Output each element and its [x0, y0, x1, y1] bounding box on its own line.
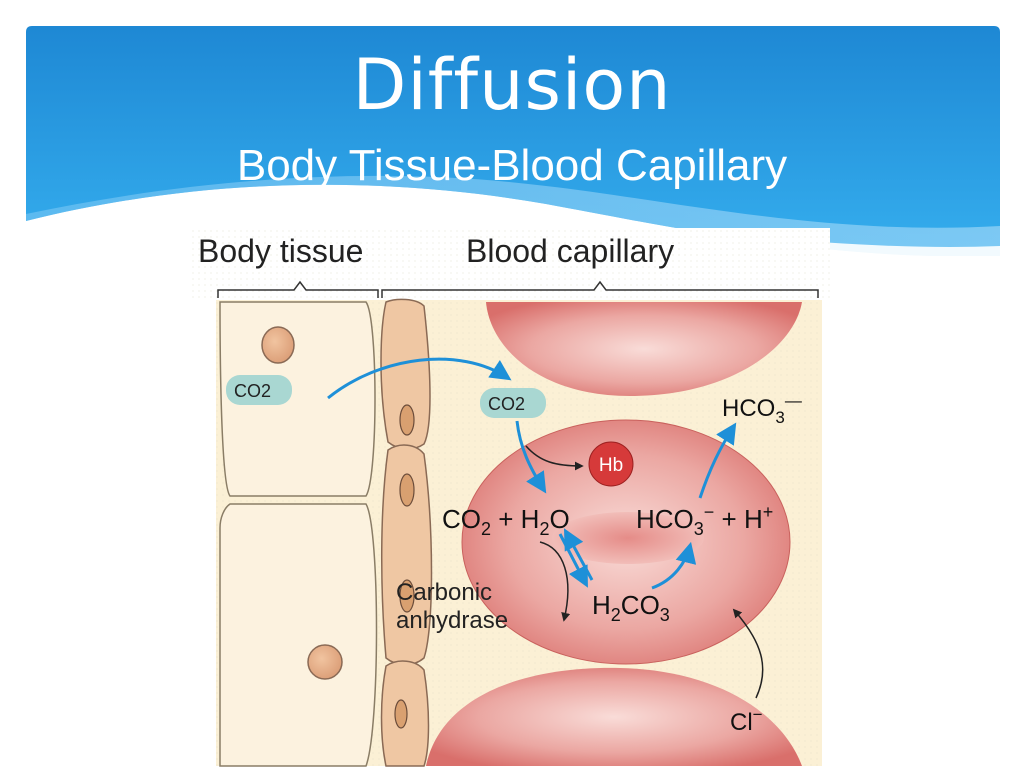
brace-blood-capillary [381, 280, 819, 298]
diffusion-arrow [327, 357, 512, 400]
red-blood-cells [426, 302, 802, 766]
red-blood-cell [426, 667, 802, 766]
brace-body-tissue [217, 280, 379, 298]
co2-capillary-label: CO2 [488, 394, 525, 414]
endothelial-nucleus [399, 579, 415, 613]
equation-co2-h2o: CO2 + H2O [442, 504, 570, 539]
hb-label: Hb [599, 455, 623, 476]
bicarbonate-exported-label: HCO3— [722, 391, 802, 427]
tissue-nucleus [307, 644, 343, 680]
bicarbonate-export-arrow [698, 422, 737, 499]
endothelial-cell [380, 444, 433, 666]
equation-h2co3: H2CO3 [592, 590, 670, 625]
co2-to-reaction-arrow [515, 420, 547, 494]
endothelial-nucleus [399, 404, 415, 436]
diffusion-diagram: Body tissue Blood capillary [190, 228, 830, 768]
slide-subtitle: Body Tissue-Blood Capillary [236, 141, 788, 190]
label-blood-capillary: Blood capillary [466, 233, 674, 269]
h2co3-to-hco3-arrow [651, 541, 697, 590]
capillary-wall [380, 298, 433, 767]
endothelial-nucleus [394, 699, 408, 729]
co2-to-hb-arrow [525, 445, 584, 471]
chloride-import-arrow [732, 608, 764, 699]
co2-capillary-molecule: CO2 [480, 388, 546, 418]
endothelial-cell [380, 298, 431, 450]
diffusion-figure: Body tissue Blood capillary [190, 228, 830, 768]
co2-tissue-label: CO2 [234, 381, 271, 401]
endothelial-nucleus [399, 473, 415, 507]
tissue-cell [219, 301, 376, 497]
red-blood-cell-center [552, 512, 704, 564]
enzyme-arrow [539, 541, 571, 622]
label-body-tissue: Body tissue [198, 233, 363, 269]
chloride-label: Cl− [730, 705, 763, 736]
enzyme-label: Carbonic anhydrase [396, 579, 508, 634]
slide-title: Diffusion [352, 44, 672, 126]
reverse-reaction-arrow [563, 528, 594, 581]
tissue-cells [219, 301, 378, 767]
co2-tissue-molecule: CO2 [226, 375, 292, 405]
red-blood-cell [486, 302, 802, 396]
equation-hco3-h: HCO3− + H+ [636, 502, 773, 539]
hemoglobin: Hb [588, 441, 634, 487]
tissue-nucleus [261, 326, 295, 364]
tissue-cell [219, 503, 378, 767]
